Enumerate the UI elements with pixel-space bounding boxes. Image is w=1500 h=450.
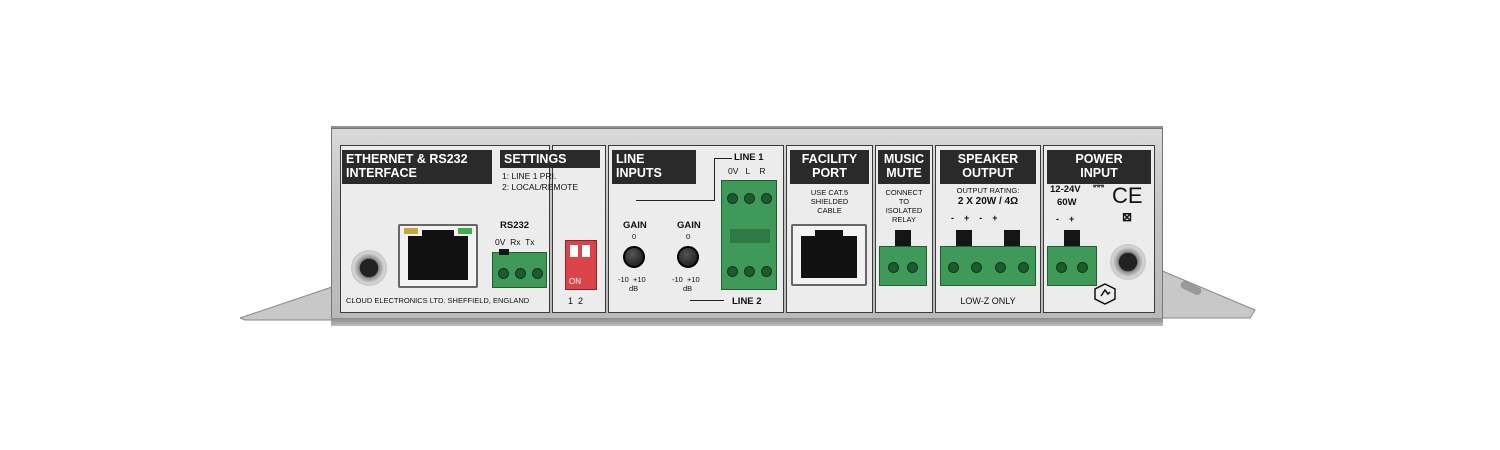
rs232-label: RS232: [500, 220, 530, 231]
right-mounting-ear: [1160, 269, 1256, 319]
power-title: POWER INPUT: [1047, 150, 1151, 184]
line-inputs-title: LINE INPUTS: [612, 150, 696, 184]
power-polarity: - +: [1056, 214, 1075, 224]
music-mute-title-line1: MUSIC: [883, 152, 925, 166]
music-mute-title-line2: MUTE: [886, 166, 922, 180]
music-mute-title: MUSIC MUTE: [878, 150, 930, 184]
ce-mark-icon: CE: [1112, 183, 1143, 208]
power-voltage: 12-24V: [1050, 184, 1081, 195]
gain1-range: -10 +10: [618, 275, 646, 284]
chassis-bottom-edge: [331, 318, 1163, 326]
rs232-pin-labels: 0V Rx Tx: [495, 237, 535, 247]
rs232-terminal-block[interactable]: [492, 249, 547, 288]
dip-switch[interactable]: ON: [565, 240, 597, 290]
dip-number-labels: 1 2: [568, 296, 584, 306]
ethernet-title-line1: ETHERNET & RS232: [346, 152, 468, 166]
music-mute-terminal-block[interactable]: [879, 246, 927, 286]
speaker-latch-1: [956, 230, 972, 248]
manufacturer-label: CLOUD ELECTRONICS LTD. SHEFFIELD, ENGLAN…: [346, 296, 530, 305]
speaker-rating-value: 2 X 20W / 4Ω: [957, 196, 1019, 207]
dc-symbol-icon: ⎓: [1093, 177, 1105, 193]
left-screw: [351, 250, 387, 286]
line-input-terminal-block[interactable]: [721, 180, 777, 290]
gain2-label: GAIN: [677, 220, 701, 231]
ethernet-title-line2: INTERFACE: [346, 166, 417, 180]
line-inputs-title-line1: LINE: [616, 152, 645, 166]
line1-label: LINE 1: [734, 152, 764, 163]
right-screw: [1110, 244, 1146, 280]
ethernet-port[interactable]: [398, 224, 478, 288]
speaker-footer: LOW-Z ONLY: [960, 296, 1016, 306]
gain2-knob[interactable]: [677, 246, 699, 268]
gain1-zero: 0: [632, 232, 637, 241]
speaker-title-line2: OUTPUT: [962, 166, 1014, 180]
rcm-mark-icon: [1094, 283, 1116, 305]
power-latch: [1064, 230, 1080, 248]
speaker-title: SPEAKER OUTPUT: [940, 150, 1036, 184]
weee-bin-icon: ⊠: [1122, 210, 1133, 224]
facility-title-line2: PORT: [812, 166, 847, 180]
line-inputs-title-line2: INPUTS: [616, 166, 662, 180]
facility-port[interactable]: [791, 224, 867, 286]
speaker-terminal-block[interactable]: [940, 246, 1036, 286]
speaker-rating-label: OUTPUT RATING:: [956, 186, 1020, 195]
facility-title-line1: FACILITY: [801, 152, 858, 166]
gain2-range: -10 +10: [672, 275, 700, 284]
facility-title: FACILITY PORT: [790, 150, 869, 184]
ethernet-title: ETHERNET & RS232 INTERFACE: [342, 150, 492, 184]
settings-line1: 1: LINE 1 PRI.: [502, 171, 557, 181]
music-mute-latch: [895, 230, 911, 248]
gain1-label: GAIN: [623, 220, 647, 231]
settings-line2: 2: LOCAL/REMOTE: [502, 182, 579, 192]
dip-on-label: ON: [569, 277, 581, 286]
gain1-unit: dB: [629, 284, 639, 293]
gain1-knob[interactable]: [623, 246, 645, 268]
facility-note: USE CAT.5 SHIELDED CABLE: [810, 188, 849, 215]
gain2-zero: 0: [686, 232, 691, 241]
settings-title: SETTINGS: [500, 150, 600, 168]
power-terminal-block[interactable]: [1047, 246, 1097, 286]
gain2-unit: dB: [683, 284, 693, 293]
left-mounting-ear: [240, 285, 336, 321]
line1-pin-labels: 0V L R: [728, 166, 766, 176]
speaker-latch-2: [1004, 230, 1020, 248]
music-mute-note: CONNECT TO ISOLATED RELAY: [885, 188, 923, 224]
power-title-line1: POWER: [1075, 152, 1123, 166]
power-title-line2: INPUT: [1080, 166, 1118, 180]
speaker-polarity: - + - +: [951, 213, 998, 223]
line2-label: LINE 2: [732, 296, 762, 307]
power-wattage: 60W: [1057, 197, 1077, 208]
speaker-title-line1: SPEAKER: [957, 152, 1019, 166]
